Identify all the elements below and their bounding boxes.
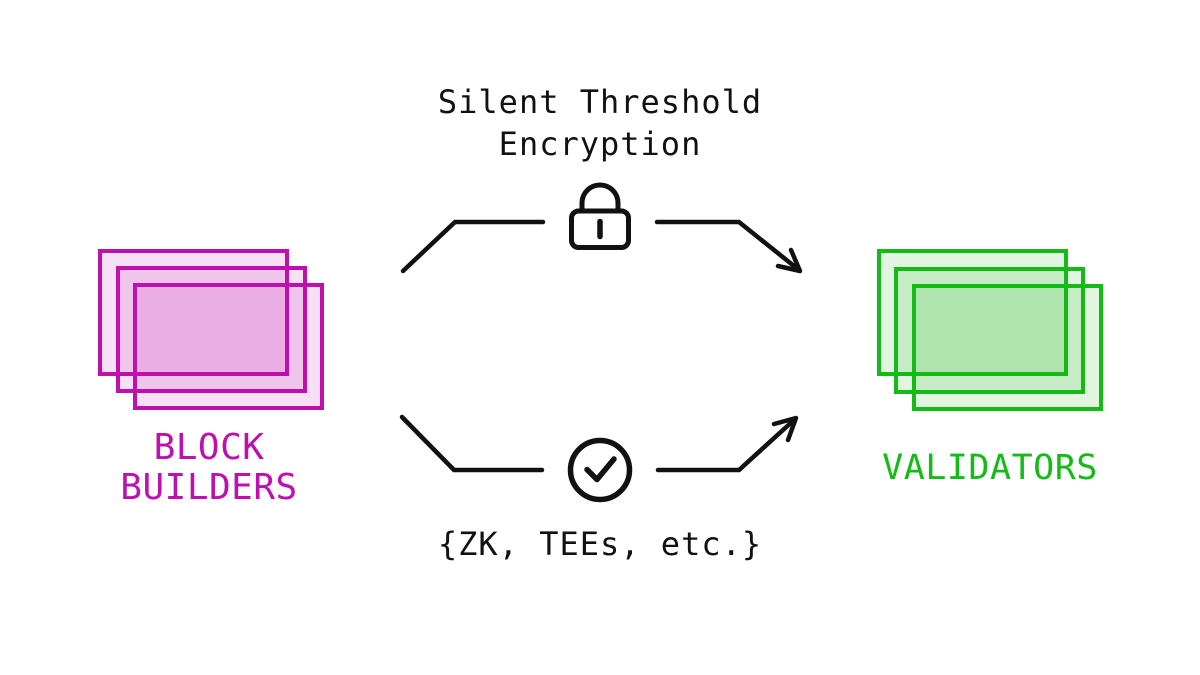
bottom-arrow xyxy=(399,414,799,473)
validator-card xyxy=(894,267,1085,394)
builder-card xyxy=(98,249,289,376)
bottom-caption: {ZK, TEEs, etc.} xyxy=(437,525,763,563)
block-builders-label-line-1: BLOCK xyxy=(153,427,265,468)
block-builders-label: BLOCK BUILDERS xyxy=(59,428,359,508)
top-arrow xyxy=(400,219,803,274)
check-circle-icon xyxy=(567,437,633,503)
validators-label: VALIDATORS xyxy=(882,448,1098,488)
builder-card xyxy=(133,283,324,410)
validator-card xyxy=(912,284,1103,411)
title-line-2: Encryption xyxy=(498,125,702,163)
padlock-icon xyxy=(569,182,631,250)
block-builders-label-line-2: BUILDERS xyxy=(120,467,298,508)
builder-card xyxy=(116,266,307,393)
title-line-1: Silent Threshold xyxy=(437,83,763,121)
diagram-title: Silent Threshold Encryption xyxy=(0,81,1200,165)
